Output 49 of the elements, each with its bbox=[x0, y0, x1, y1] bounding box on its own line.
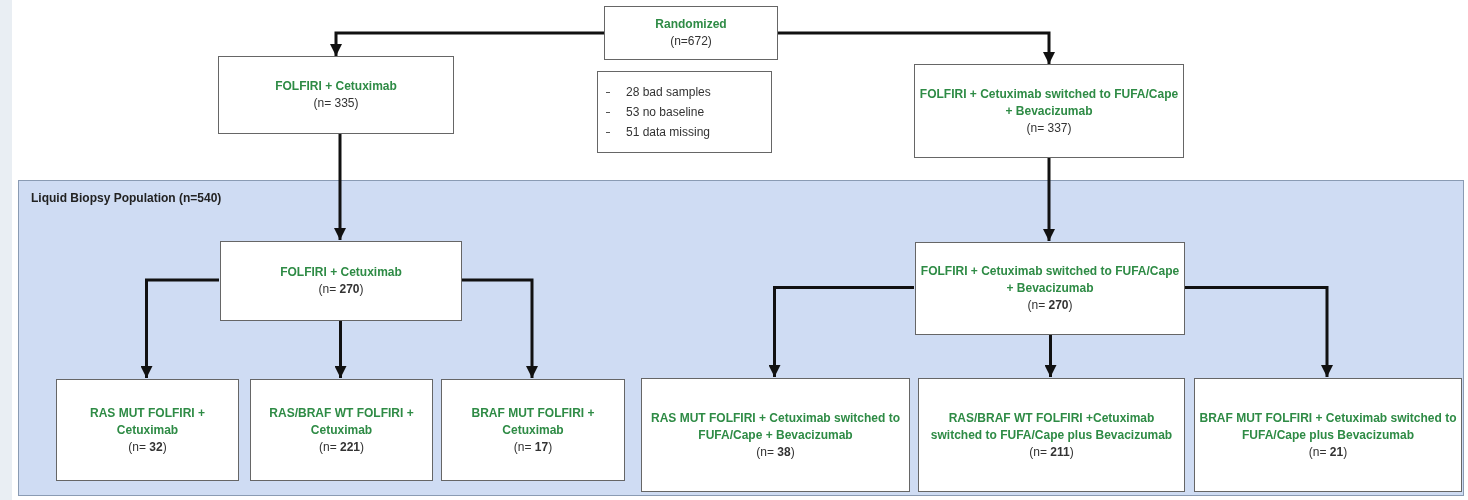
arm-title: RAS MUT FOLFIRI + Cetuximab bbox=[89, 404, 206, 439]
process-box bbox=[914, 64, 1184, 158]
arrow bbox=[334, 134, 346, 240]
arm-title: Randomized bbox=[655, 16, 727, 33]
arrow bbox=[768, 286, 914, 377]
process-box bbox=[441, 379, 625, 481]
arm-title: RAS/BRAF WT FOLFIRI +Cetuximab switched to FUFA/Cape plus Bevacizumab bbox=[929, 409, 1174, 444]
arrow bbox=[1184, 286, 1333, 377]
process-box bbox=[218, 56, 454, 134]
arm-title: FOLFIRI + Cetuximab switched to FUFA/Cape + Bevacizumab bbox=[919, 85, 1179, 120]
arm-title: BRAF MUT FOLFIRI + Cetuximab switched to FUFA/Cape plus Bevacizumab bbox=[1199, 409, 1457, 444]
arrow bbox=[330, 31, 604, 56]
sample-count: (n= 32) bbox=[128, 438, 167, 456]
sample-count: (n= 38) bbox=[756, 443, 795, 461]
arrow bbox=[1043, 158, 1055, 241]
sample-count: (n= 17) bbox=[513, 438, 553, 456]
arm-title: FOLFIRI + Cetuximab switched to FUFA/Cape + Bevacizumab bbox=[920, 263, 1180, 297]
arrow bbox=[334, 320, 347, 378]
arm-title: FOLFIRI + Cetuximab bbox=[275, 78, 397, 95]
band-title: Liquid Biopsy Population (n=540) bbox=[31, 190, 222, 207]
sample-count: (n= 21) bbox=[1308, 443, 1348, 461]
process-box bbox=[604, 6, 778, 60]
arrow bbox=[461, 278, 538, 378]
process-box bbox=[56, 379, 239, 481]
process-box bbox=[915, 242, 1185, 335]
process-box bbox=[1194, 378, 1462, 492]
process-box bbox=[250, 379, 433, 481]
population-band bbox=[18, 180, 1464, 496]
arm-title: BRAF MUT FOLFIRI + Cetuximab bbox=[470, 404, 596, 439]
sample-count: (n= 337) bbox=[1026, 119, 1072, 137]
sample-count: (n= 221) bbox=[318, 438, 364, 456]
sample-count: (n= 335) bbox=[313, 95, 359, 112]
exclusion-reason: 51 data missing bbox=[626, 124, 711, 141]
process-box bbox=[641, 378, 910, 492]
exclusion-reason: 53 no baseline bbox=[626, 104, 705, 121]
arrow bbox=[778, 31, 1055, 64]
sample-count: (n=672) bbox=[670, 33, 712, 50]
arm-title: RAS/BRAF WT FOLFIRI + Cetuximab bbox=[268, 404, 415, 439]
arrow bbox=[1044, 334, 1057, 377]
exclusion-reason: 28 bad samples bbox=[626, 84, 711, 101]
exclusion-box bbox=[597, 71, 772, 153]
process-box bbox=[918, 378, 1185, 492]
sample-count: (n= 270) bbox=[318, 281, 364, 298]
process-box bbox=[220, 241, 462, 321]
sample-count: (n= 270) bbox=[1027, 297, 1073, 314]
arm-title: RAS MUT FOLFIRI + Cetuximab switched to FUFA/Cape + Bevacizumab bbox=[650, 409, 901, 444]
sample-count: (n= 211) bbox=[1029, 443, 1074, 461]
arm-title: FOLFIRI + Cetuximab bbox=[280, 264, 402, 281]
arrow bbox=[140, 278, 219, 378]
